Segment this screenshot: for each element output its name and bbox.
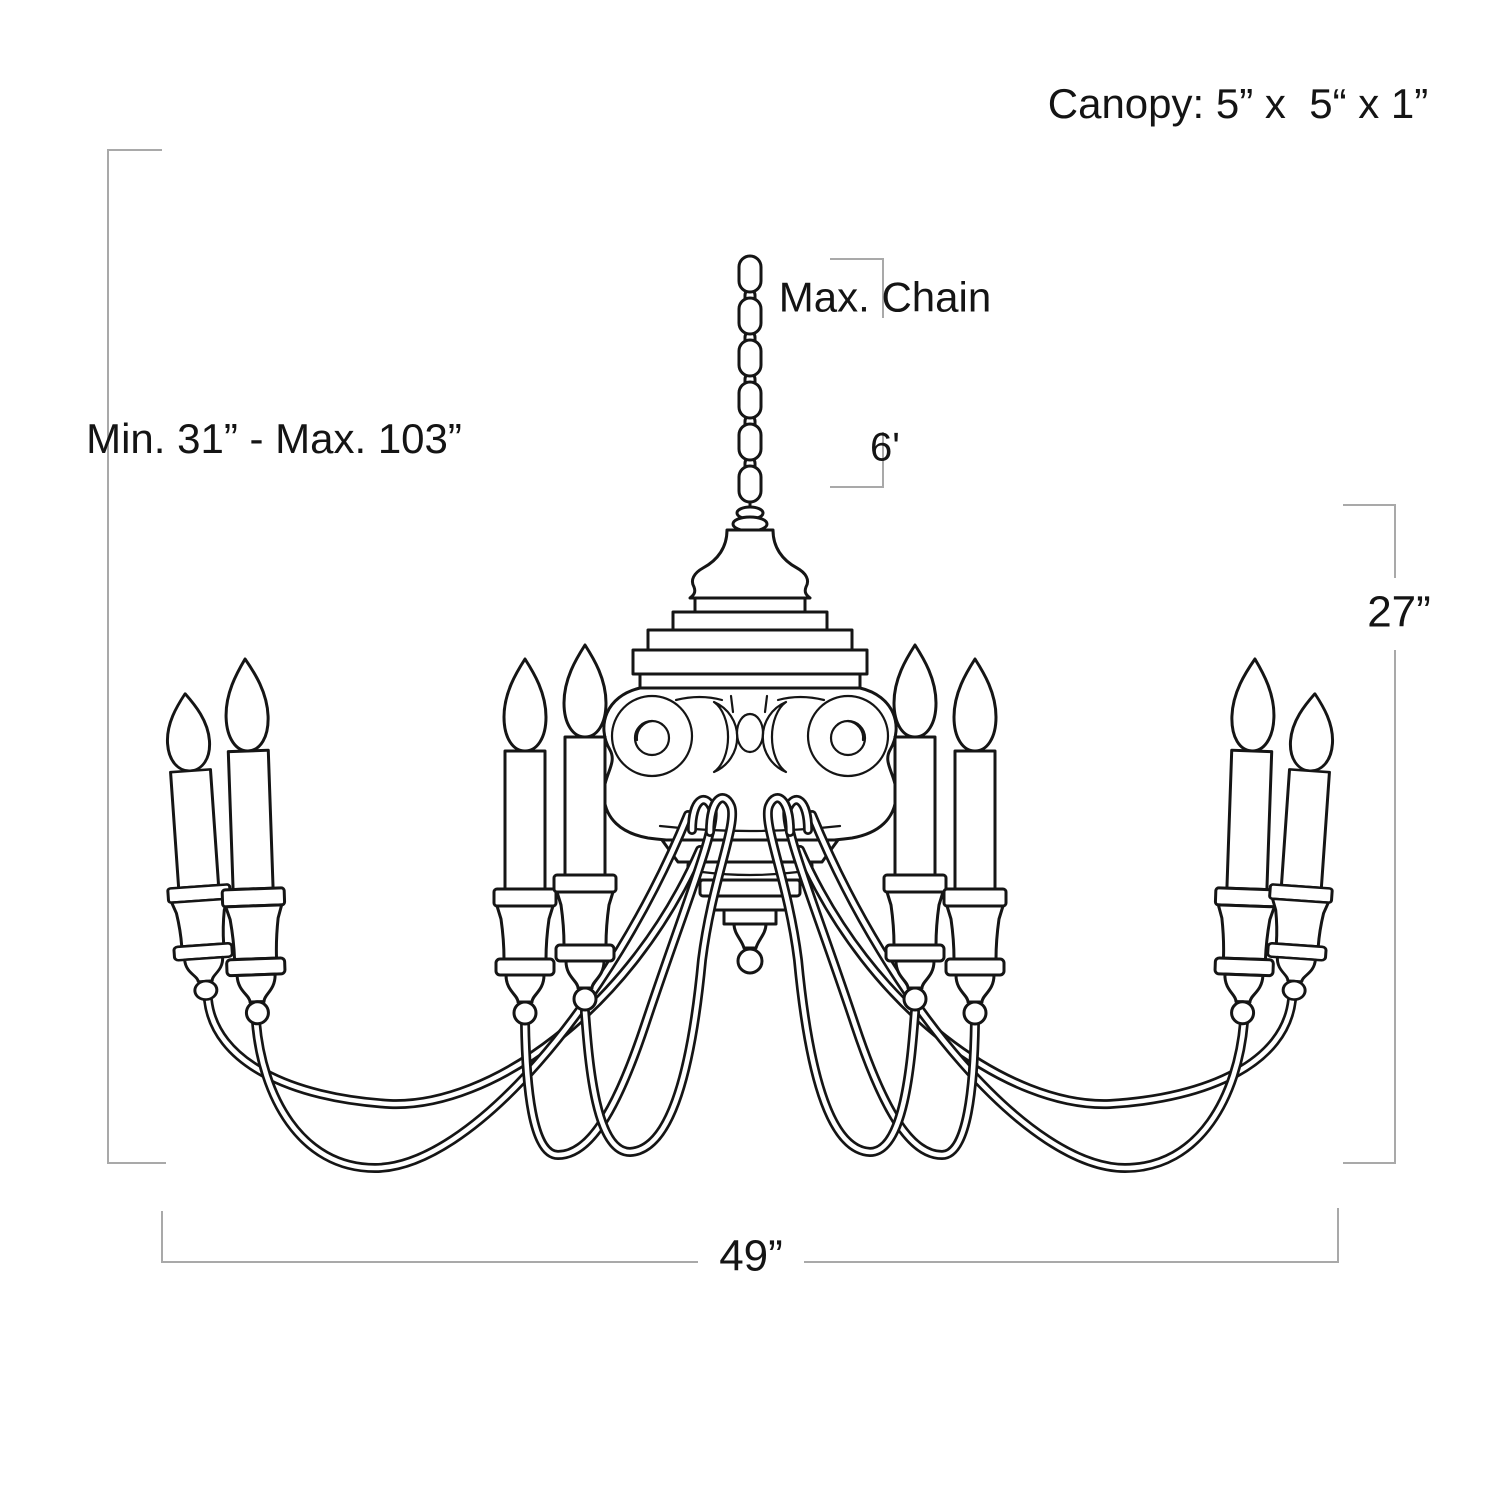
- canopy-bell: [631, 528, 869, 690]
- fixture-height-bracket: [1343, 504, 1396, 1164]
- candle-mid-left-1: [492, 657, 558, 1026]
- hanging-chain: [731, 254, 769, 533]
- fixture-width-label: 49”: [719, 1231, 783, 1281]
- max-chain-label: Max. Chain 6': [779, 172, 991, 573]
- canopy-dimension-label: Canopy: 5” x 5“ x 1”: [1047, 79, 1429, 127]
- candle-mid-left-2: [552, 643, 618, 1012]
- max-chain-bracket: [830, 258, 884, 488]
- chandelier-art: [152, 254, 1348, 1168]
- fixture-height-label: 27”: [1367, 587, 1431, 637]
- candle-outer-left-1: [152, 690, 239, 1004]
- arm: [812, 815, 1244, 1168]
- ornate-body-block: [602, 686, 898, 845]
- max-chain-text: Max. Chain: [778, 273, 992, 321]
- dimension-lines: [107, 149, 1396, 1263]
- candle-outer-right-2: [1209, 656, 1288, 1027]
- candle-mid-right-2: [942, 657, 1008, 1026]
- height-range-bracket: [107, 149, 166, 1164]
- height-range-label: Min. 31” - Max. 103”: [86, 414, 462, 462]
- candle-outer-right-1: [1261, 690, 1348, 1004]
- candle-outer-left-2: [212, 656, 291, 1027]
- bottom-ball: [736, 947, 764, 975]
- max-chain-value: 6': [870, 425, 900, 470]
- arm: [256, 815, 688, 1168]
- candle-mid-right-1: [882, 643, 948, 1012]
- fixture-width-bracket: [161, 1208, 1339, 1263]
